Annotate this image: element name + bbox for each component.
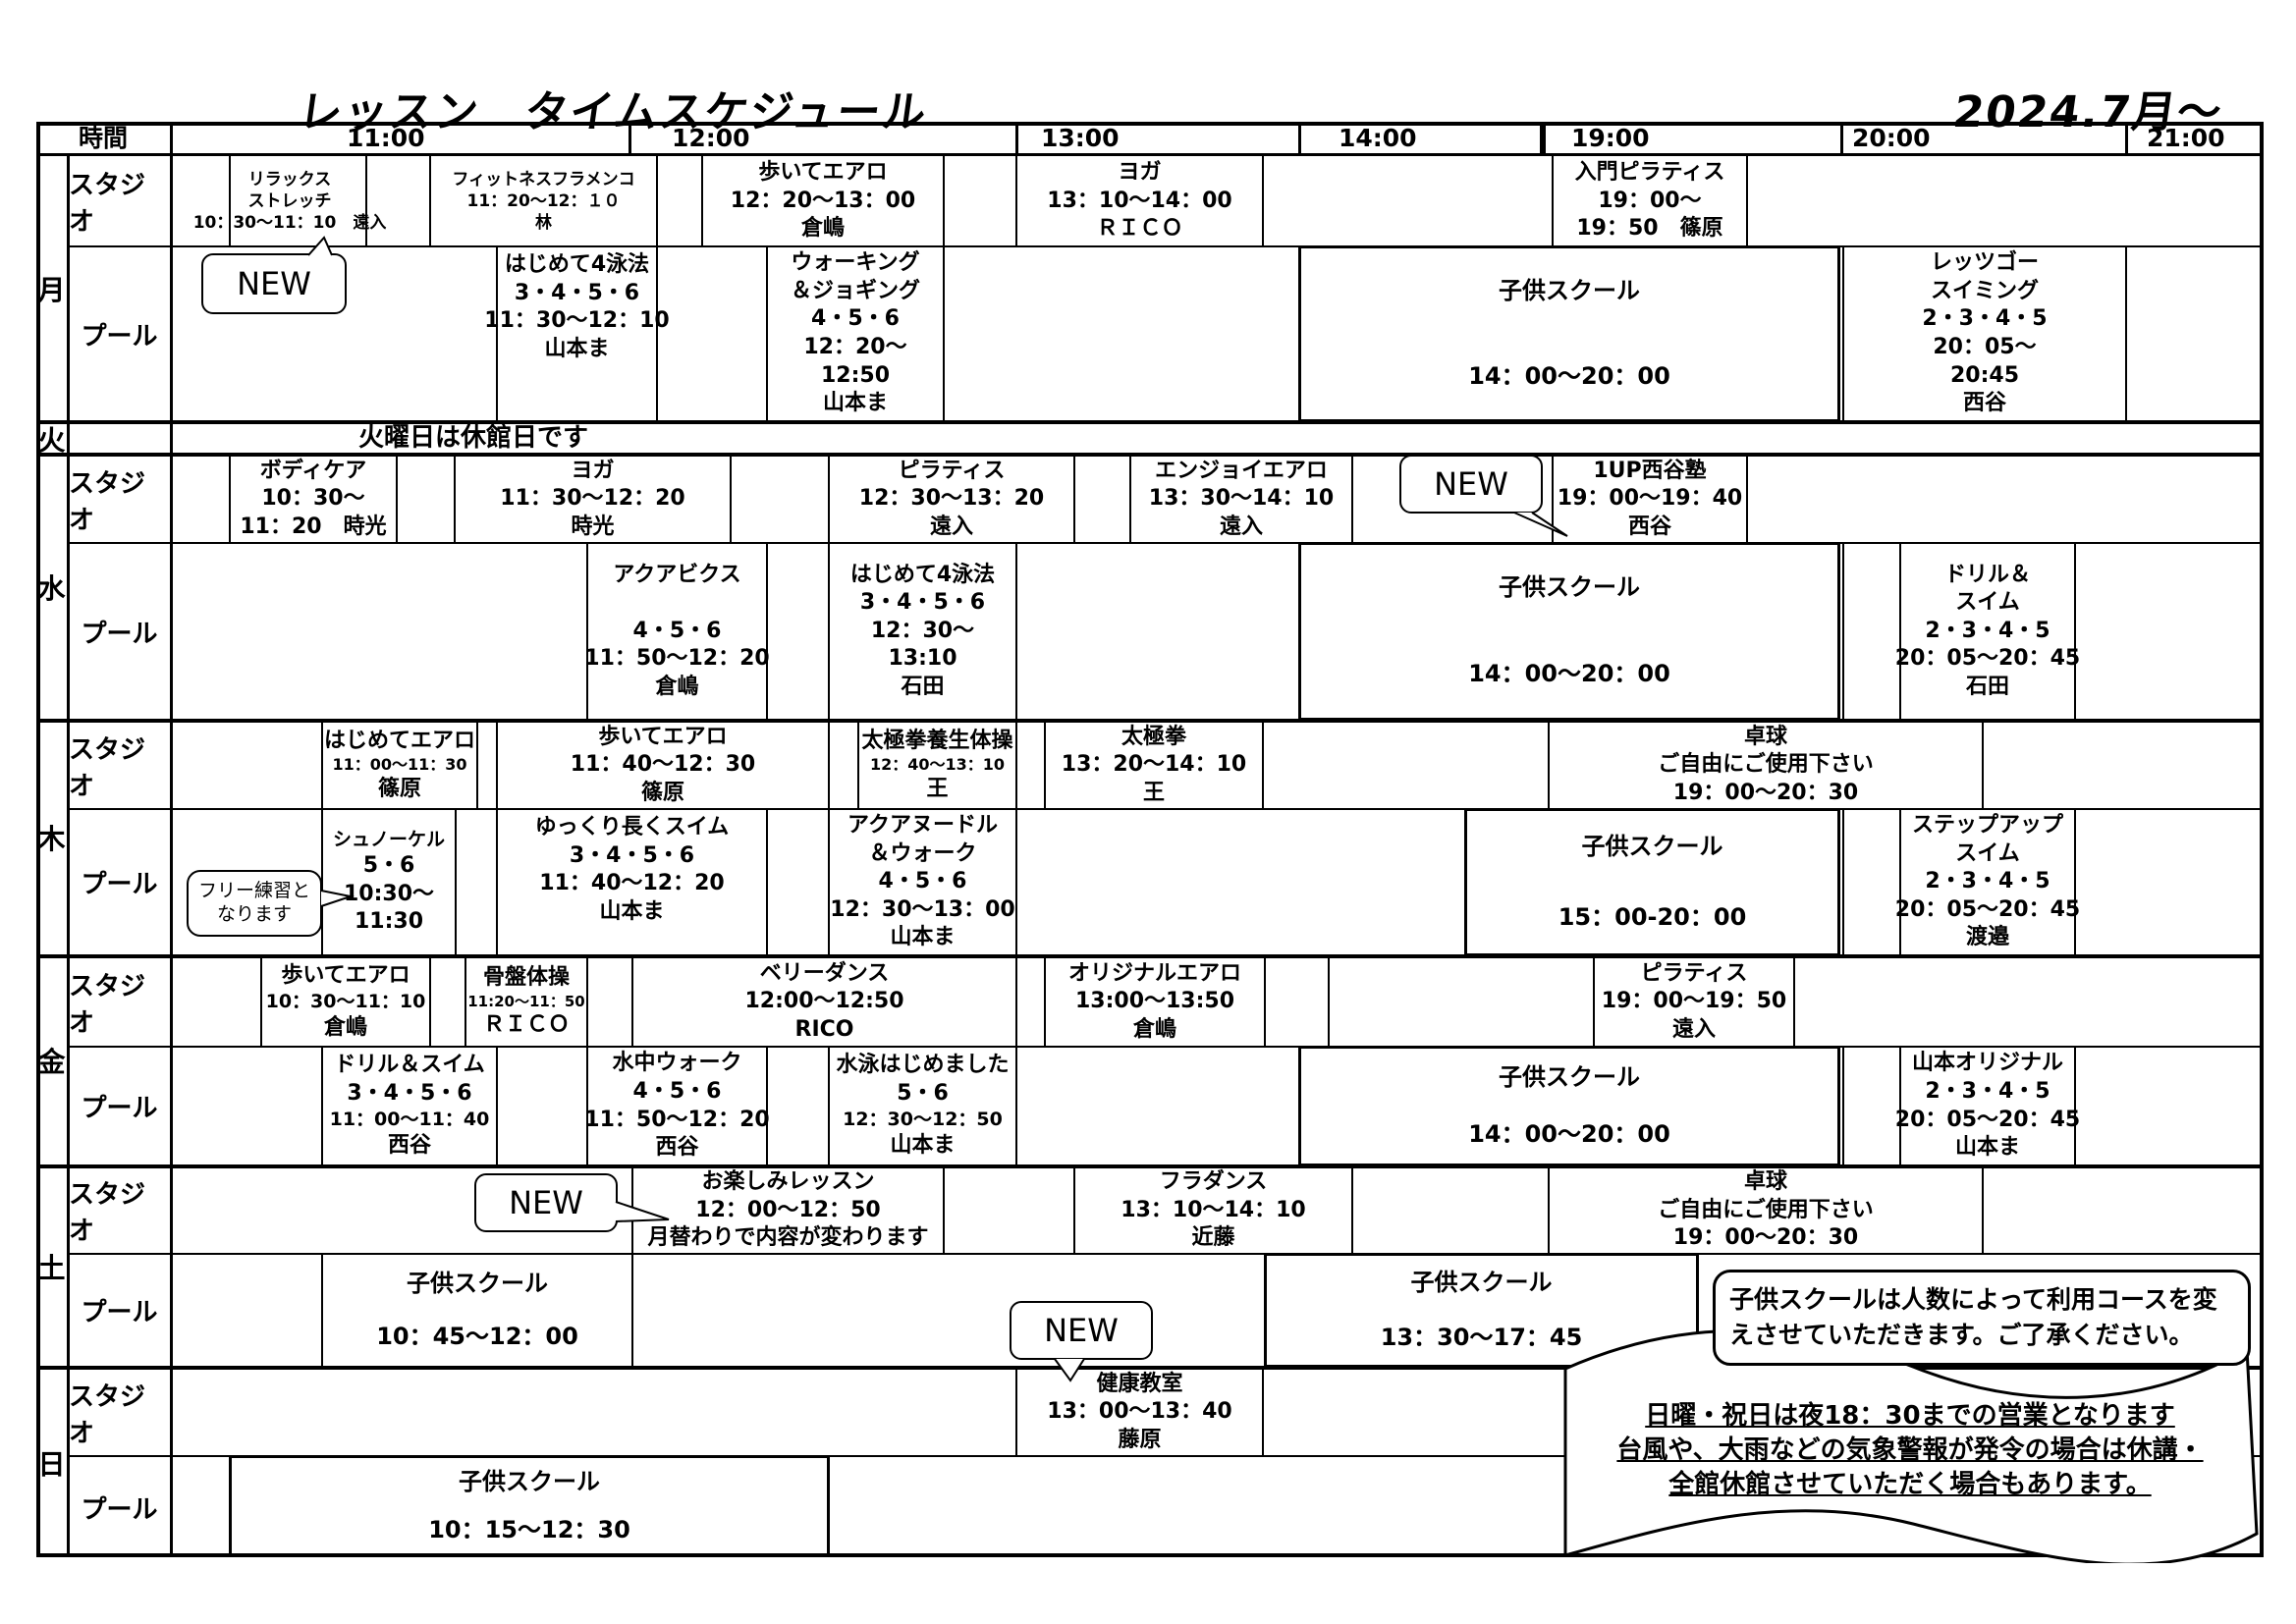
row-label-pool: プール bbox=[81, 619, 158, 649]
time-slot-2100: 21:00 bbox=[2147, 124, 2225, 152]
new-badge: NEW bbox=[1010, 1301, 1153, 1360]
row-label-studio: スタジオ bbox=[69, 171, 146, 237]
kids-school-note: 子供スクールは人数によって利用コースを変えさせていただきます。ご了承ください。 bbox=[1713, 1270, 2251, 1366]
row-label-pool: プール bbox=[81, 321, 158, 352]
bubble-tail bbox=[1054, 1358, 1085, 1382]
new-badge: NEW bbox=[474, 1173, 618, 1232]
time-slot-1900: 19:00 bbox=[1571, 124, 1650, 152]
row-label-pool: プール bbox=[81, 1494, 158, 1525]
day-label-wed: 水 bbox=[37, 571, 66, 605]
row-label-studio: スタジオ bbox=[69, 971, 146, 1038]
row-label-pool: プール bbox=[81, 1094, 158, 1123]
free-practice-callout: フリー練習となります bbox=[187, 870, 322, 937]
kids-school-block bbox=[1264, 1253, 1699, 1368]
day-label-sat: 土 bbox=[37, 1251, 66, 1284]
time-slot-2000: 20:00 bbox=[1852, 124, 1931, 152]
time-slot-1200: 12:00 bbox=[672, 124, 750, 152]
row-label-studio: スタジオ bbox=[69, 468, 146, 535]
bubble-tail bbox=[615, 1201, 670, 1222]
schedule-table bbox=[36, 122, 2264, 1557]
day-label-fri: 金 bbox=[37, 1046, 66, 1078]
kids-school-block bbox=[229, 1455, 830, 1557]
tuesday-closed-notice: 火曜日は休館日です bbox=[358, 423, 589, 453]
weather-note-line1: 台風や、大雨などの気象警報が発令の場合は休講・ bbox=[1616, 1435, 2204, 1466]
time-slot-1100: 11:00 bbox=[347, 124, 425, 152]
time-slot-1400: 14:00 bbox=[1339, 124, 1417, 152]
bubble-tail bbox=[307, 236, 333, 256]
kids-school-block bbox=[1298, 245, 1840, 422]
row-label-studio: スタジオ bbox=[69, 734, 146, 801]
row-label-studio: スタジオ bbox=[69, 1180, 146, 1246]
sunday-hours-note: 日曜・祝日は夜18：30までの営業となります bbox=[1645, 1401, 2175, 1431]
day-label-tue: 火 bbox=[37, 423, 66, 457]
time-header-label: 時間 bbox=[78, 124, 128, 152]
kids-school-block bbox=[1464, 808, 1840, 956]
day-label-sun: 日 bbox=[37, 1447, 66, 1481]
day-label-thu: 木 bbox=[37, 823, 66, 855]
sunday-notice-text: 日曜・祝日は夜18：30までの営業となります 台風や、大雨などの気象警報が発令の… bbox=[1571, 1399, 2249, 1502]
row-label-studio: スタジオ bbox=[69, 1381, 146, 1448]
row-label-pool: プール bbox=[81, 1298, 158, 1327]
row-label-pool: プール bbox=[81, 870, 158, 899]
day-label-mon: 月 bbox=[37, 273, 66, 306]
new-badge: NEW bbox=[1399, 455, 1543, 514]
bubble-tail bbox=[1513, 512, 1568, 537]
weather-note-line2: 全館休館させていただく場合もあります。 bbox=[1668, 1470, 2152, 1500]
kids-school-block bbox=[1298, 542, 1840, 721]
bubble-tail bbox=[320, 890, 355, 907]
time-slot-1300: 13:00 bbox=[1041, 124, 1120, 152]
new-badge: NEW bbox=[201, 253, 347, 314]
kids-school-block bbox=[1298, 1046, 1840, 1166]
